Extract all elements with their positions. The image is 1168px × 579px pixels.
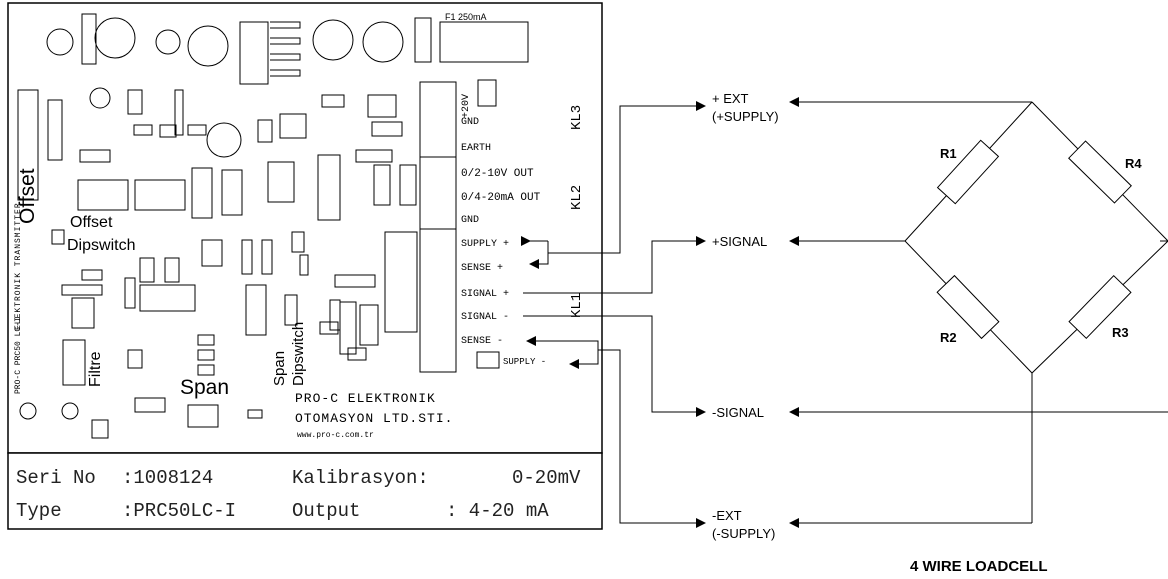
pin-supply-minus: SUPPLY - bbox=[503, 357, 546, 367]
resistor-r1 bbox=[936, 139, 1000, 205]
pcb-components bbox=[17, 13, 529, 439]
pcb-board bbox=[7, 2, 603, 454]
type-label: Type bbox=[16, 500, 62, 522]
loadcell-bridge: R1 R4 R2 R3 4 WIRE LOADCELL bbox=[904, 101, 1168, 575]
model-side-text: PRO-C PRC50 LC-I bbox=[14, 317, 23, 394]
seri-no-label: Seri No bbox=[16, 467, 96, 489]
span-dipswitch-label-2: Dipswitch bbox=[290, 322, 307, 386]
type-value: :PRC50LC-I bbox=[122, 500, 236, 522]
filtre-label: Filtre bbox=[87, 351, 104, 387]
signal-minus-label: -SIGNAL bbox=[712, 405, 764, 420]
pin-supply-plus: SUPPLY + bbox=[461, 239, 509, 250]
span-label: Span bbox=[180, 376, 229, 399]
r3-label: R3 bbox=[1112, 325, 1129, 340]
ext-minus-sub-label: (-SUPPLY) bbox=[712, 526, 775, 541]
offset-vertical-label: Offset bbox=[16, 168, 39, 224]
kalibrasyon-value: 0-20mV bbox=[512, 467, 581, 489]
terminal-block bbox=[419, 79, 500, 373]
offset-dipswitch-label: Offset bbox=[70, 214, 113, 231]
resistor-r3 bbox=[1068, 274, 1132, 340]
offset-dipswitch-label-2: Dipswitch bbox=[67, 237, 135, 254]
signal-plus-label: +SIGNAL bbox=[712, 234, 767, 249]
pin-sense-plus: SENSE + bbox=[461, 263, 503, 274]
pin-current-out: 0/4-20mA OUT bbox=[461, 192, 541, 204]
wires bbox=[521, 97, 1168, 528]
board-labels: Offset Offset Dipswitch Filtre Span Span… bbox=[14, 12, 585, 440]
company-line2: OTOMASYON LTD.STI. bbox=[295, 411, 453, 426]
pin-earth: EARTH bbox=[461, 143, 491, 154]
pin-sense-minus: SENSE - bbox=[461, 336, 503, 347]
kl2-label: KL2 bbox=[569, 185, 585, 210]
loadcell-title: 4 WIRE LOADCELL bbox=[910, 558, 1048, 575]
info-panel: Seri No :1008124 Kalibrasyon: 0-20mV Typ… bbox=[7, 452, 603, 530]
wiring-labels: + EXT (+SUPPLY) +SIGNAL -SIGNAL -EXT (-S… bbox=[712, 91, 779, 541]
fuse-label: F1 250mA bbox=[445, 12, 487, 22]
ext-plus-label: + EXT bbox=[712, 91, 749, 106]
kl1-label: KL1 bbox=[569, 293, 585, 318]
side-text: ELEKTRONIK TRANSMITTER bbox=[14, 202, 23, 330]
company-line1: PRO-C ELEKTRONIK bbox=[295, 391, 436, 406]
pin-signal-minus: SIGNAL - bbox=[461, 312, 509, 323]
pin-gnd-2: GND bbox=[461, 215, 479, 226]
website-text: www.pro-c.com.tr bbox=[297, 431, 374, 440]
seri-no-value: :1008124 bbox=[122, 467, 213, 489]
span-dipswitch-label: Span bbox=[271, 351, 288, 386]
output-value: : 4-20 mA bbox=[446, 500, 549, 522]
r4-label: R4 bbox=[1125, 156, 1142, 171]
ext-minus-label: -EXT bbox=[712, 508, 742, 523]
r1-label: R1 bbox=[940, 146, 957, 161]
output-label: Output bbox=[292, 500, 360, 522]
resistor-r2 bbox=[936, 274, 1000, 340]
pin-20v: +20V bbox=[461, 94, 472, 118]
kalibrasyon-label: Kalibrasyon: bbox=[292, 467, 429, 489]
r2-label: R2 bbox=[940, 330, 957, 345]
kl3-label: KL3 bbox=[569, 105, 585, 130]
pin-signal-plus: SIGNAL + bbox=[461, 289, 509, 300]
resistor-r4 bbox=[1068, 140, 1132, 204]
pin-voltage-out: 0/2-10V OUT bbox=[461, 168, 534, 180]
pin-gnd-1: GND bbox=[461, 117, 479, 128]
ext-plus-sub-label: (+SUPPLY) bbox=[712, 109, 779, 124]
